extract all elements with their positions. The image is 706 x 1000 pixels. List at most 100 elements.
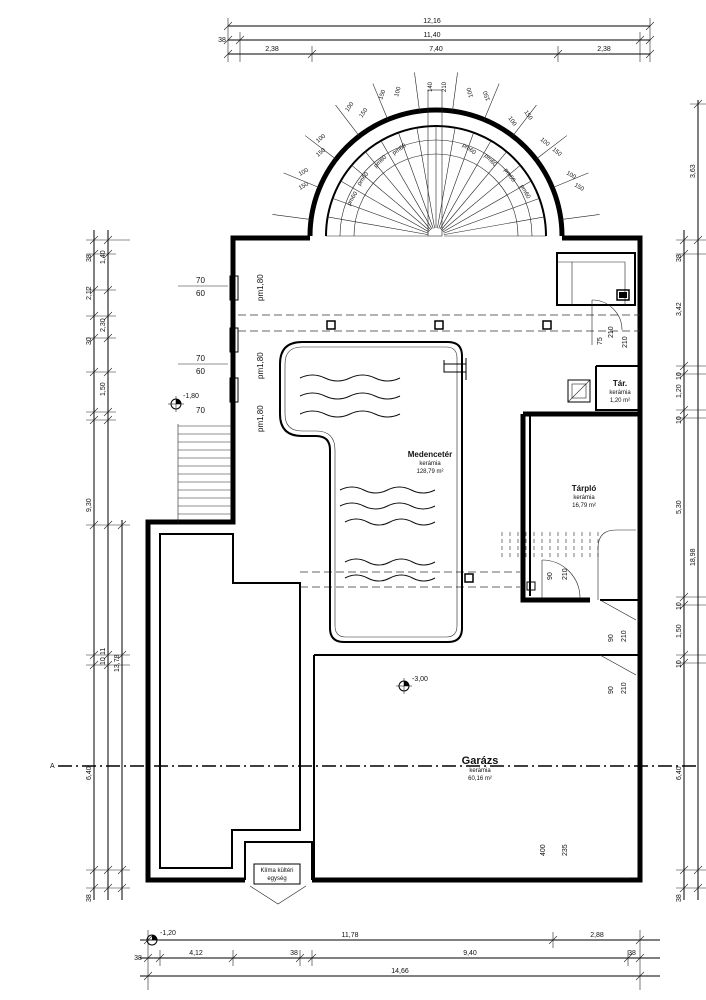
garage: Garázs kerámia 60,16 m² -3,00 400 235 Kl… — [253, 676, 630, 885]
dim-left-7: 9,30 — [86, 498, 93, 512]
storeroom-area: 16,79 m² — [572, 503, 596, 509]
door-4-width: 90 — [608, 686, 615, 694]
stair-label-140: 140 — [428, 81, 434, 92]
stair-label-pm60: pm60 — [347, 190, 360, 207]
section-line: A — [50, 763, 700, 770]
door-1-height: 210 — [608, 326, 615, 338]
dim-left-11: 6,40 — [86, 766, 93, 780]
dim-right-2: 38 — [676, 254, 683, 262]
dim-left-10: 11 — [100, 648, 107, 655]
garage-name: Garázs — [462, 755, 499, 767]
dim-bottom-c1: 38 — [134, 955, 142, 962]
beams — [238, 314, 640, 588]
door-4-height: 210 — [621, 682, 628, 694]
dim-bottom-level: -1,20 — [160, 930, 176, 937]
window-3-top: 70 — [196, 406, 205, 415]
right-rooms: 75 210 210 Tár. kerámia 1,20 m² Tárpló k… — [501, 252, 640, 694]
stair-label-pm60: pm60 — [518, 184, 531, 201]
dim-right-9: 1,50 — [676, 624, 683, 638]
stair-label-150: 150 — [359, 107, 370, 119]
level-mark-pool: -1,80 — [168, 393, 199, 412]
dim-right-12: 6,40 — [676, 766, 683, 780]
door-3-width: 90 — [608, 634, 615, 642]
dim-bottom-c2: 4,12 — [189, 950, 203, 957]
spiral-stair: 100 150 100 150 100 150 150 100 140 210 … — [272, 72, 600, 237]
storeroom-name: Tárpló — [572, 484, 597, 493]
dim-right-6: 10 — [676, 416, 683, 424]
section-marker-left: A — [50, 763, 55, 770]
top-dimensions: 12,16 11,40 38 2,38 7,40 2,38 — [218, 18, 655, 62]
window-1-sill: pm1,80 — [256, 274, 265, 301]
door-2-width: 90 — [547, 572, 554, 580]
dim-top-wall: 38 — [218, 37, 226, 44]
window-1-bottom: 60 — [196, 289, 205, 298]
garage-floor: kerámia — [469, 768, 491, 774]
dim-top-total: 12,16 — [423, 18, 441, 25]
window-1-top: 70 — [196, 276, 205, 285]
dim-bottom-total: 14,66 — [391, 968, 409, 975]
storage-room-area: 1,20 m² — [610, 398, 630, 404]
exterior-walls — [145, 235, 643, 905]
ac-line2: egység — [267, 876, 286, 882]
dim-left-2: 2,12 — [86, 286, 93, 300]
dim-left-1: 38 — [86, 254, 93, 262]
dim-left-6: 1,50 — [100, 382, 107, 396]
stair-label-150: 150 — [483, 89, 492, 101]
stair-label-210: 210 — [442, 81, 448, 92]
dim-right-1: 3,63 — [690, 164, 697, 178]
ac-line1: Klíma kültéri — [260, 868, 293, 874]
dim-left-3: 1,40 — [100, 250, 107, 264]
stair-label-pm60: pm60 — [373, 154, 388, 169]
stair-label-150: 150 — [551, 147, 563, 158]
bottom-dimensions: -1,20 11,78 2,88 38 4,12 38 9,40 38 14,6… — [134, 930, 660, 990]
stair-label-100: 100 — [315, 133, 327, 144]
right-dimensions: 3,63 38 3,42 10 1,20 10 5,30 10 1,50 10 … — [676, 99, 706, 902]
stair-label-100: 100 — [345, 101, 356, 113]
garage-door-width: 400 — [540, 844, 547, 856]
dim-right-8: 10 — [676, 602, 683, 610]
left-dimensions: 38 2,12 1,40 30 2,30 1,50 9,30 10 13,78 … — [86, 230, 130, 902]
windows: 70 60 pm1,80 70 60 pm1,80 70 pm1,80 — [178, 274, 265, 432]
dim-left-5: 2,30 — [100, 318, 107, 332]
dim-right-13: 38 — [676, 894, 683, 902]
level-pool-value: -1,80 — [183, 393, 199, 400]
dim-bottom-c3: 38 — [290, 950, 298, 957]
door-2-height: 210 — [562, 568, 569, 580]
dim-right-10: 10 — [676, 660, 683, 668]
window-2-sill: pm1,80 — [256, 352, 265, 379]
dim-bottom-a: 11,78 — [342, 932, 359, 939]
dim-right-5: 1,20 — [676, 384, 683, 398]
dim-right-7: 5,30 — [676, 500, 683, 514]
window-2-top: 70 — [196, 354, 205, 363]
window-2-bottom: 60 — [196, 367, 205, 376]
storage-room-floor: kerámia — [609, 390, 631, 396]
stair-label-100: 100 — [298, 167, 310, 178]
door-1-height: 210 — [622, 336, 629, 348]
stair-label-150: 150 — [378, 89, 387, 101]
dim-top-seg-left: 2,38 — [265, 46, 279, 53]
garage-area: 60,16 m² — [468, 776, 492, 782]
dim-bottom-b: 2,88 — [590, 932, 604, 939]
stair-label-150: 150 — [298, 181, 310, 192]
pool-room-floor: kerámia — [419, 461, 441, 467]
stair-label-150: 150 — [573, 183, 585, 194]
dim-left-9: 13,78 — [114, 654, 121, 672]
stair-label-pm60: pm60 — [483, 153, 498, 168]
pool-room-name: Medencetér — [408, 450, 452, 459]
stair-label-150: 150 — [315, 147, 327, 158]
window-3-sill: pm1,80 — [256, 405, 265, 432]
stair-label-100: 100 — [565, 171, 577, 182]
stair-label-150: 150 — [522, 110, 533, 122]
pool-room-area: 128,79 m² — [416, 469, 443, 475]
stair-label-100: 100 — [394, 86, 403, 98]
dim-top-inner: 11,40 — [424, 32, 441, 39]
dim-bottom-c4: 9,40 — [463, 950, 477, 957]
dim-right-4: 10 — [676, 372, 683, 380]
dim-left-12: 38 — [86, 894, 93, 902]
stair-label-100: 100 — [506, 116, 517, 128]
outside-stair — [177, 424, 232, 522]
dim-bottom-c5: 38 — [628, 950, 636, 957]
storage-room-name: Tár. — [613, 379, 627, 388]
dim-top-seg-right: 2,38 — [597, 46, 611, 53]
